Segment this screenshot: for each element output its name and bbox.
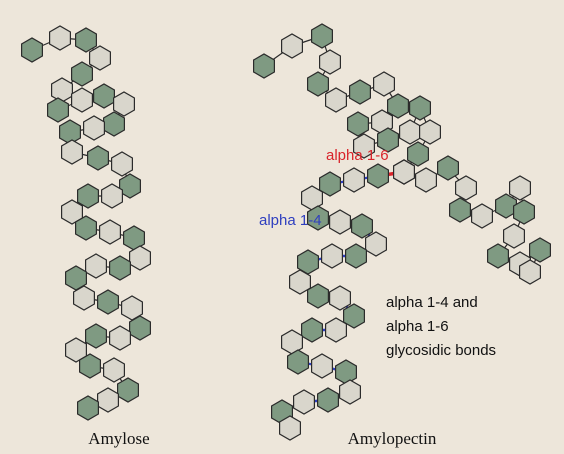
amylopectin-main-glucose-ring-icon xyxy=(307,283,329,309)
amylopectin-upper-branch-glucose-ring-icon xyxy=(349,79,371,105)
amylose-glucose-ring-icon xyxy=(100,183,124,209)
amylose-glucose-ring-icon xyxy=(108,255,131,281)
amylopectin-main-glucose-ring-icon xyxy=(301,317,323,343)
amylopectin-right-branch-glucose-ring-icon xyxy=(518,259,542,285)
amylopectin-main-glucose-ring-icon xyxy=(321,243,343,269)
bond-note-line-3: glycosidic bonds xyxy=(386,342,496,359)
amylose-glucose-ring-icon xyxy=(60,139,84,165)
amylopectin-main-glucose-ring-icon xyxy=(367,163,389,189)
amylose-glucose-ring-icon xyxy=(108,325,131,351)
amylose-glucose-ring-icon xyxy=(129,245,151,271)
amylopectin-upper-branch-glucose-ring-icon xyxy=(399,119,421,145)
amylopectin-right-branch-glucose-ring-icon xyxy=(509,175,532,201)
bond-note-line-1: alpha 1-4 and xyxy=(386,294,478,311)
amylopectin-main-glucose-ring-icon xyxy=(343,303,365,329)
amylose-glucose-ring-icon xyxy=(88,45,112,71)
amylopectin-right-branch-glucose-ring-icon xyxy=(512,199,536,225)
amylose-glucose-ring-icon xyxy=(76,395,100,421)
amylopectin-upper-branch-glucose-ring-icon xyxy=(373,71,395,97)
amylopectin-main-glucose-ring-icon xyxy=(319,171,341,197)
amylopectin-upper-branch-glucose-ring-icon xyxy=(387,93,409,119)
alpha-1-4-label: alpha 1-4 xyxy=(259,212,322,229)
amylose-glucose-ring-icon xyxy=(64,337,88,363)
amylopectin-branch-point-glucose-ring-icon xyxy=(393,159,415,185)
amylopectin-main-glucose-ring-icon xyxy=(351,213,373,239)
amylopectin-upper-branch-glucose-ring-icon xyxy=(319,49,341,75)
amylopectin-upper-branch-glucose-ring-icon xyxy=(377,127,399,153)
amylopectin-caption: Amylopectin xyxy=(348,429,437,448)
amylose-glucose-ring-icon xyxy=(82,115,106,141)
amylose-glucose-ring-icon xyxy=(58,119,82,145)
amylopectin-upper-branch-glucose-ring-icon xyxy=(419,119,441,145)
amylose-glucose-ring-icon xyxy=(76,183,100,209)
amylose-glucose-ring-icon xyxy=(102,111,126,137)
amylopectin-upper-branch-glucose-ring-icon xyxy=(407,141,429,167)
amylose-glucose-ring-icon xyxy=(70,87,94,113)
amylose-glucose-ring-icon xyxy=(98,219,122,245)
amylopectin-upper-branch-glucose-ring-icon xyxy=(325,87,347,113)
amylopectin-upper-branch-glucose-ring-icon xyxy=(307,71,329,97)
amylopectin-main-glucose-ring-icon xyxy=(329,209,351,235)
amylose-glucose-ring-icon xyxy=(84,323,108,349)
amylopectin-upper-branch-glucose-ring-icon xyxy=(409,95,431,121)
amylopectin-right-branch-glucose-ring-icon xyxy=(449,197,471,223)
amylose-glucose-ring-icon xyxy=(96,289,120,315)
amylopectin-right-branch-glucose-ring-icon xyxy=(495,193,518,219)
amylopectin-upper-branch-glucose-ring-icon xyxy=(253,53,275,79)
amylose-glucose-ring-icon xyxy=(70,61,94,87)
amylose-glucose-ring-icon xyxy=(118,173,141,199)
amylopectin-upper-branch-glucose-ring-icon xyxy=(347,111,369,137)
amylopectin-main-glucose-ring-icon xyxy=(325,317,347,343)
amylopectin-right-branch-glucose-ring-icon xyxy=(487,243,509,269)
amylose-glucose-ring-icon xyxy=(129,315,151,341)
amylose-glucose-ring-icon xyxy=(72,285,96,311)
amylose-glucose-ring-icon xyxy=(84,253,108,279)
amylopectin-main-glucose-ring-icon xyxy=(339,379,361,405)
amylose-caption: Amylose xyxy=(88,429,149,448)
amylose-glucose-ring-icon xyxy=(78,353,102,379)
amylopectin-main-glucose-ring-icon xyxy=(345,243,367,269)
bond-note-line-2: alpha 1-6 xyxy=(386,318,449,335)
amylopectin-main-glucose-ring-icon xyxy=(289,269,311,295)
amylopectin-main-glucose-ring-icon xyxy=(311,353,333,379)
amylose-glucose-ring-icon xyxy=(110,151,133,177)
amylopectin-main-glucose-ring-icon xyxy=(287,349,309,375)
amylose-glucose-ring-icon xyxy=(21,37,44,63)
amylose-glucose-ring-icon xyxy=(112,91,135,117)
amylose-glucose-ring-icon xyxy=(96,387,120,413)
amylopectin-right-branch-glucose-ring-icon xyxy=(503,223,526,249)
amylose-glucose-ring-icon xyxy=(46,97,70,123)
amylose-glucose-ring-icon xyxy=(102,357,126,383)
amylopectin-right-branch-glucose-ring-icon xyxy=(471,203,493,229)
amylopectin-main-glucose-ring-icon xyxy=(317,387,339,413)
amylopectin-main-glucose-ring-icon xyxy=(307,205,329,231)
amylopectin-main-glucose-ring-icon xyxy=(329,285,351,311)
amylopectin-right-branch-glucose-ring-icon xyxy=(455,175,477,201)
amylose-chain xyxy=(21,25,151,421)
amylopectin-main-glucose-ring-icon xyxy=(335,359,357,385)
amylose-glucose-ring-icon xyxy=(86,145,110,171)
amylopectin-upper-branch-glucose-ring-icon xyxy=(311,23,333,49)
amylopectin-main-glucose-ring-icon xyxy=(365,231,387,257)
amylopectin-right-branch-glucose-ring-icon xyxy=(437,155,459,181)
amylopectin-right-branch-glucose-ring-icon xyxy=(528,237,552,263)
amylose-glucose-ring-icon xyxy=(60,199,84,225)
amylopectin-main-glucose-ring-icon xyxy=(293,389,315,415)
amylose-glucose-ring-icon xyxy=(92,83,116,109)
amylose-glucose-ring-icon xyxy=(74,215,98,241)
amylopectin-chain xyxy=(253,23,552,441)
amylopectin-upper-branch-glucose-ring-icon xyxy=(353,133,375,159)
amylopectin-right-branch-glucose-ring-icon xyxy=(415,167,437,193)
amylose-glucose-ring-icon xyxy=(50,77,74,103)
amylose-glucose-ring-icon xyxy=(48,25,72,51)
alpha-1-6-label: alpha 1-6 xyxy=(326,147,389,164)
amylose-glucose-ring-icon xyxy=(74,27,98,53)
amylopectin-main-glucose-ring-icon xyxy=(343,167,365,193)
amylose-glucose-ring-icon xyxy=(116,377,139,403)
amylopectin-upper-branch-glucose-ring-icon xyxy=(281,33,303,59)
amylopectin-main-glucose-ring-icon xyxy=(279,415,301,441)
